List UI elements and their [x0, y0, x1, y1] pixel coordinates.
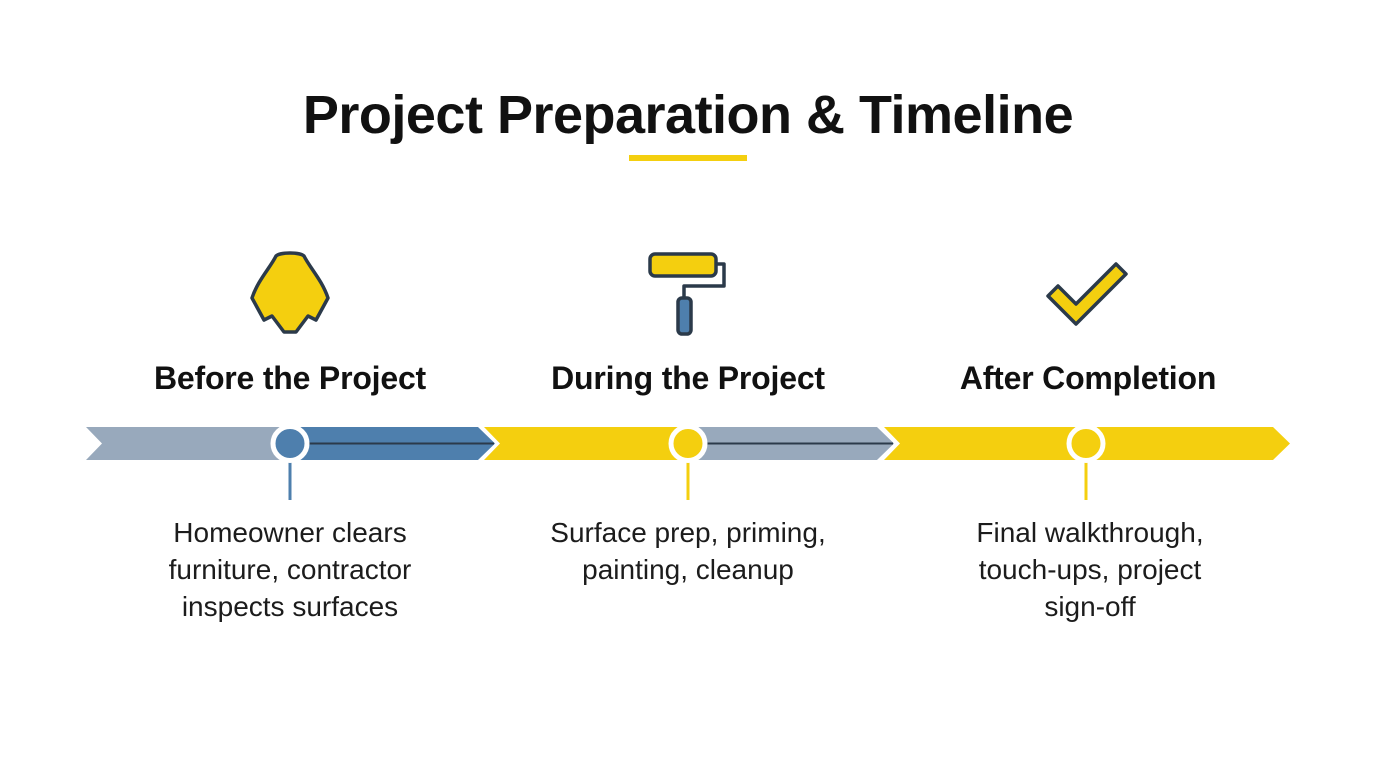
title-underline: [629, 155, 747, 161]
stage-title-after: After Completion: [959, 360, 1217, 396]
timeline-segment-during-start: [484, 427, 688, 460]
stage-title-during: During the Project: [551, 360, 825, 396]
description-line: sign-off: [1044, 591, 1136, 622]
paint-roller-icon: [648, 252, 726, 336]
stage-description-after: Final walkthrough, touch-ups, project si…: [910, 514, 1270, 625]
description-line: furniture, contractor: [168, 554, 412, 585]
stage-description-before: Homeowner clears furniture, contractor i…: [110, 514, 470, 625]
stage-description-during: Surface prep, priming, painting, cleanup: [508, 514, 868, 588]
milestone-after-dot: [1066, 424, 1106, 463]
timeline-segment-before-start: [86, 427, 290, 460]
stage-title-before: Before the Project: [153, 360, 427, 396]
description-line: Surface prep, priming,: [550, 517, 826, 548]
description-line: painting, cleanup: [582, 554, 794, 585]
page-title: Project Preparation & Timeline: [302, 85, 1074, 145]
description-line: Final walkthrough,: [976, 517, 1204, 548]
description-line: Homeowner clears: [173, 517, 407, 548]
milestone-during-dot: [668, 424, 708, 463]
description-line: inspects surfaces: [181, 591, 399, 622]
milestone-before-dot: [270, 424, 310, 463]
checkmark-icon: [1046, 262, 1128, 326]
drop-cloth-icon: [250, 251, 330, 334]
description-line: touch-ups, project: [978, 554, 1202, 585]
